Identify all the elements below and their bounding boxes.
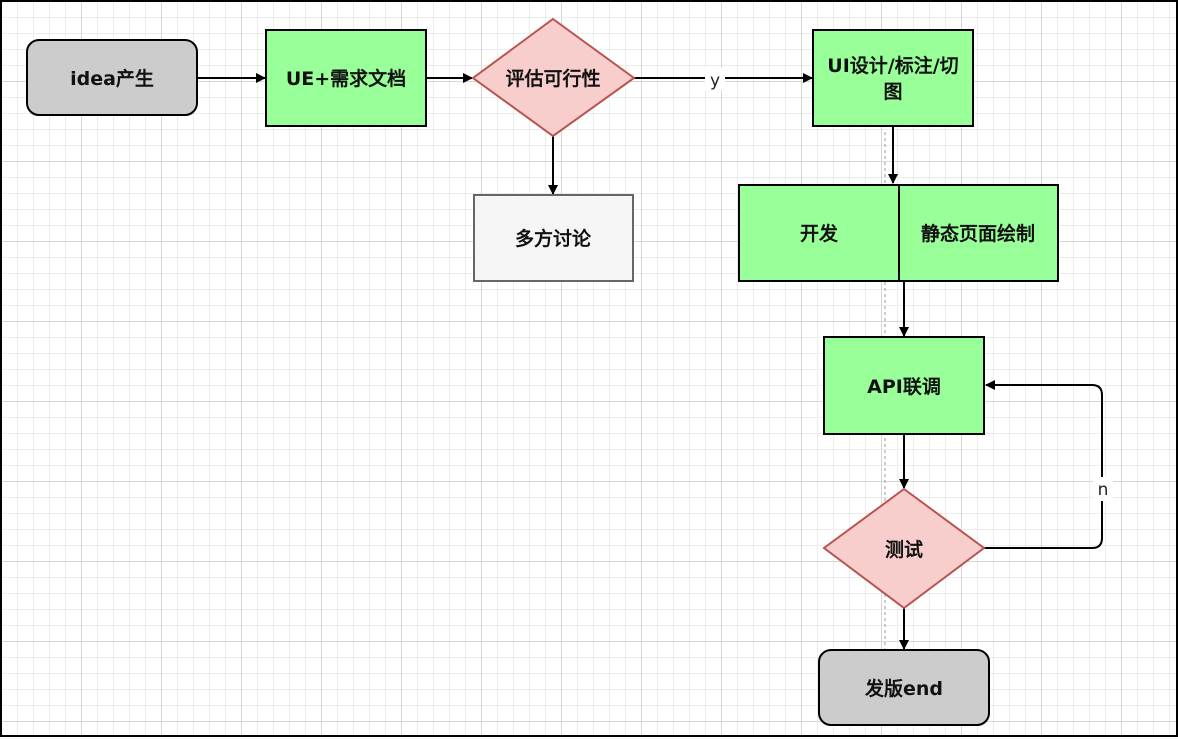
node-release[interactable]: 发版end [818, 649, 990, 726]
node-evaluate-label: 评估可行性 [505, 67, 600, 90]
node-ui-design-label-line2: 图 [883, 81, 902, 103]
node-api-label: API联调 [867, 376, 941, 398]
node-ui-design[interactable]: UI设计/标注/切 图 [812, 29, 974, 127]
node-test-label: 测试 [885, 539, 923, 561]
edge-label-yes: y [710, 71, 720, 91]
node-ue-doc-label: UE+需求文档 [286, 67, 406, 90]
node-idea[interactable]: idea产生 [26, 39, 198, 116]
no-label-bg [1093, 477, 1113, 501]
node-api[interactable]: API联调 [823, 336, 985, 435]
edges [198, 73, 1103, 650]
node-discuss-label: 多方讨论 [515, 227, 592, 250]
node-ue-doc[interactable]: UE+需求文档 [265, 29, 427, 127]
node-evaluate[interactable]: 评估可行性 [471, 17, 636, 138]
node-idea-label: idea产生 [70, 67, 154, 90]
node-dev-label: 开发 [800, 222, 839, 245]
node-test[interactable]: 测试 [822, 487, 986, 610]
node-static-page-label: 静态页面绘制 [921, 222, 1035, 245]
node-ui-design-label-line1: UI设计/标注/切 [827, 54, 958, 77]
node-dev-group[interactable]: 开发 静态页面绘制 [738, 184, 1059, 282]
edge-test-loop-back [984, 380, 1103, 549]
edge-label-no: n [1098, 480, 1109, 500]
yes-label-bg [705, 68, 725, 90]
node-discuss[interactable]: 多方讨论 [473, 194, 634, 282]
node-release-label: 发版end [864, 677, 943, 700]
